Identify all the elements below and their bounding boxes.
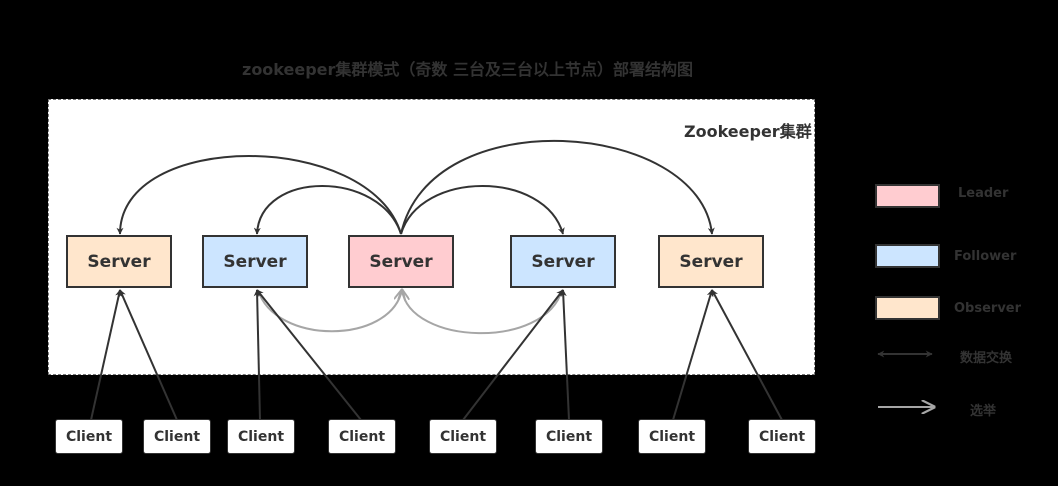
client-node: Client (429, 419, 497, 454)
server-follower-1: Server (202, 235, 308, 288)
leader-follower2-link (400, 185, 565, 235)
client-node: Client (638, 419, 706, 454)
client2-link (119, 289, 178, 421)
client8-link (711, 289, 783, 421)
server-leader: Server (348, 235, 454, 288)
legend-follower-swatch (875, 244, 940, 268)
client6-link (559, 289, 570, 421)
legend-leader-swatch (875, 184, 940, 208)
client7-link (672, 289, 714, 421)
legend-observer-label: Observer (954, 301, 1022, 316)
client5-link (462, 289, 564, 421)
legend-follower-label: Follower (954, 249, 1017, 264)
client1-link (90, 289, 123, 421)
leader-observer2-link (400, 139, 715, 235)
legend-election-label: 选举 (970, 404, 997, 419)
leader-observer1-link (116, 155, 402, 235)
legend-observer-swatch (875, 296, 940, 320)
client-node: Client (55, 419, 123, 454)
legend-exchange-label: 数据交换 (960, 351, 1013, 366)
server-follower-2: Server (510, 235, 616, 288)
server-observer-1: Server (66, 235, 172, 288)
client-node: Client (143, 419, 211, 454)
client-node: Client (227, 419, 295, 454)
cluster-label: Zookeeper集群 (684, 122, 812, 141)
follower2-election-arc (402, 290, 563, 335)
diagram-title: zookeeper集群模式（奇数 三台及三台以上节点）部署结构图 (242, 60, 693, 79)
follower1-election-arc (257, 290, 402, 333)
leader-follower1-link (253, 185, 402, 235)
legend-leader-label: Leader (958, 186, 1009, 201)
server-observer-2: Server (658, 235, 764, 288)
client4-link (256, 289, 362, 421)
client-node: Client (328, 419, 396, 454)
client-node: Client (535, 419, 603, 454)
client-node: Client (748, 419, 816, 454)
client3-link (253, 289, 261, 421)
